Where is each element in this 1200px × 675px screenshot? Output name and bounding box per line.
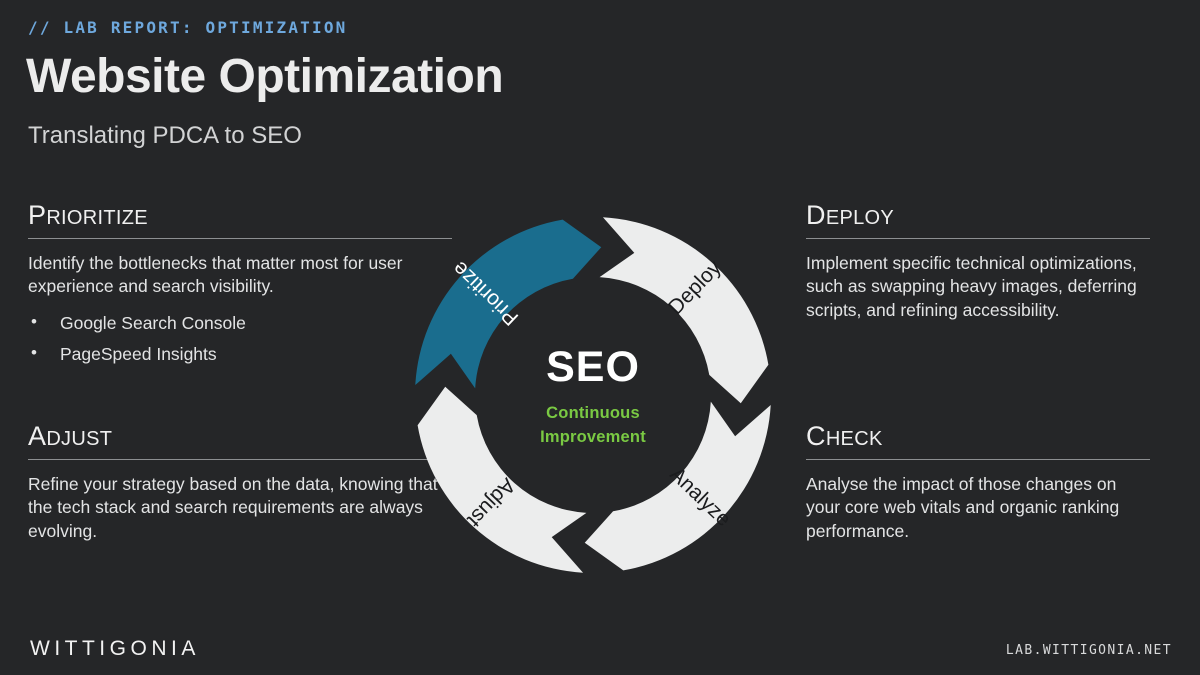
section-adjust: ADJUST Refine your strategy based on the… — [28, 421, 452, 543]
heading-capital: D — [806, 200, 826, 230]
page-subtitle: Translating PDCA to SEO — [28, 122, 302, 149]
section-prioritize: PRIORITIZE Identify the bottlenecks that… — [28, 200, 452, 370]
heading-remainder: RIORITIZE — [46, 207, 148, 229]
cycle-hub-subtitle: Continuous Improvement — [404, 402, 782, 450]
heading-remainder: DJUST — [46, 428, 113, 450]
heading-capital: A — [28, 421, 47, 451]
heading-remainder: HECK — [825, 428, 883, 450]
page-title: Website Optimization — [26, 50, 504, 103]
cycle-hub-title: SEO — [546, 343, 640, 391]
section-heading-prioritize: PRIORITIZE — [28, 200, 452, 231]
section-divider — [806, 459, 1150, 460]
heading-remainder: EPLOY — [825, 207, 895, 229]
section-divider — [28, 238, 452, 239]
section-divider — [28, 459, 452, 460]
section-heading-deploy: DEPLOY — [806, 200, 1150, 231]
list-item: Google Search Console — [28, 307, 452, 339]
heading-capital: P — [28, 200, 47, 230]
section-heading-adjust: ADJUST — [28, 421, 452, 452]
section-body-check: Analyse the impact of those changes on y… — [806, 474, 1120, 541]
cycle-segments — [415, 217, 771, 573]
cycle-segment-prioritize[interactable] — [415, 219, 602, 389]
eyebrow-label: // LAB REPORT: OPTIMIZATION — [28, 18, 348, 37]
cycle-segment-adjust[interactable] — [417, 386, 587, 573]
section-body-deploy: Implement specific technical optimizatio… — [806, 253, 1137, 320]
brand-wordmark: WITTIGONIA — [30, 637, 200, 660]
heading-capital: C — [806, 421, 826, 451]
bullet-list-prioritize: Google Search Console PageSpeed Insights — [28, 307, 452, 370]
cycle-segment-labels: Prioritize Deploy Analyze Adjust — [448, 256, 735, 532]
cycle-segment-deploy[interactable] — [599, 217, 769, 404]
cycle-hub-subtitle-line1: Continuous — [546, 404, 640, 422]
cycle-svg: Prioritize Deploy Analyze Adjust — [415, 217, 771, 573]
pdca-cycle-diagram: Prioritize Deploy Analyze Adjust SEO Con… — [404, 206, 782, 584]
section-body-prioritize: Identify the bottlenecks that matter mos… — [28, 253, 403, 297]
section-body-adjust: Refine your strategy based on the data, … — [28, 474, 438, 541]
section-heading-check: CHECK — [806, 421, 1150, 452]
footer-url: LAB.WITTIGONIA.NET — [1005, 643, 1172, 658]
cycle-hub-subtitle-line2: Improvement — [540, 427, 646, 446]
section-deploy: DEPLOY Implement specific technical opti… — [806, 200, 1150, 322]
section-divider — [806, 238, 1150, 239]
cycle-segment-analyze[interactable] — [584, 401, 771, 571]
section-check: CHECK Analyse the impact of those change… — [806, 421, 1150, 543]
list-item: PageSpeed Insights — [28, 338, 452, 370]
